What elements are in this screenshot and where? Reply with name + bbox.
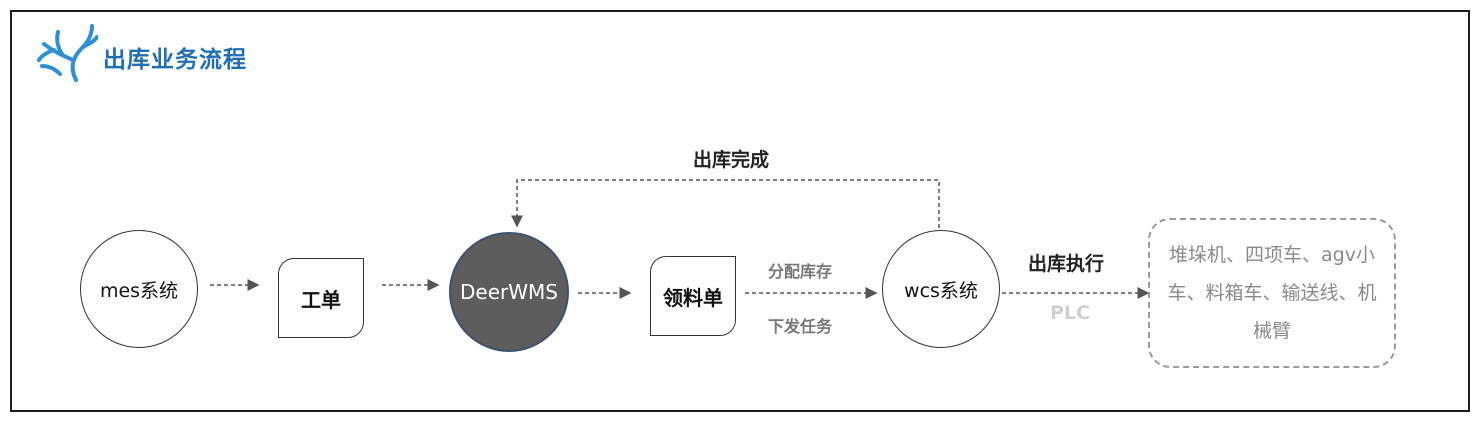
dispatch-task-label: 下发任务 [768, 317, 833, 336]
outbound-complete-label: 出库完成 [693, 149, 770, 171]
picking-list-node: 领料单 [650, 256, 736, 336]
outbound-execute-label: 出库执行 [1028, 253, 1105, 275]
page-title: 出库业务流程 [103, 47, 247, 73]
devices-text: 堆垛机、四项车、agv小车、料箱车、输送线、机械臂 [1167, 244, 1377, 342]
work-order-node: 工单 [278, 258, 364, 338]
arrow-wcs-to-wms-feedback [511, 179, 940, 228]
wcs-system-label: wcs系统 [904, 279, 978, 302]
allocate-stock-label: 分配库存 [768, 262, 833, 281]
deerwms-label: DeerWMS [460, 280, 558, 304]
mes-system-label: mes系统 [99, 279, 179, 302]
deerwms-node: DeerWMS [449, 232, 569, 352]
wcs-system-node: wcs系统 [882, 230, 1000, 348]
diagram-frame [10, 10, 1470, 412]
work-order-label: 工单 [301, 287, 341, 312]
deer-logo-icon [37, 24, 98, 82]
plc-label: PLC [1050, 302, 1090, 324]
mes-system-node: mes系统 [80, 230, 198, 348]
devices-box: 堆垛机、四项车、agv小车、料箱车、输送线、机械臂 [1148, 218, 1396, 368]
picking-list-label: 领料单 [663, 285, 723, 310]
